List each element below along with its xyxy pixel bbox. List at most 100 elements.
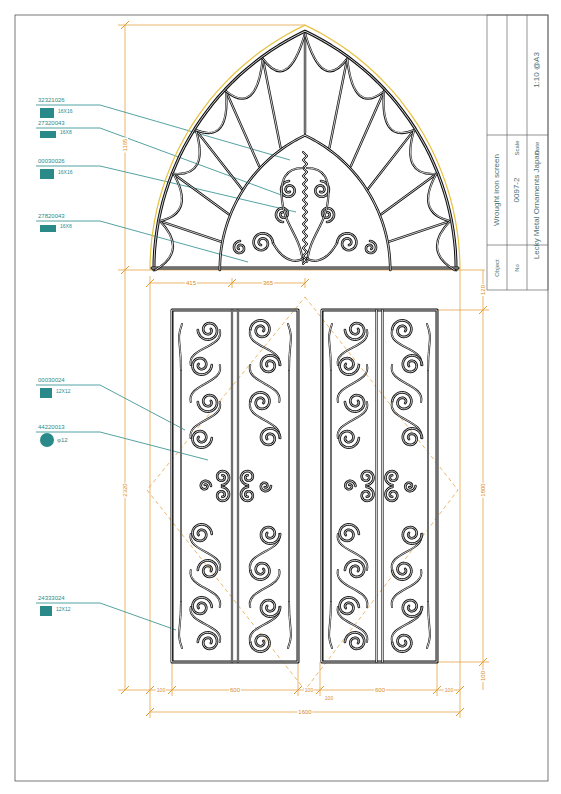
iron-bar: [250, 320, 269, 337]
iron-bar: [428, 174, 450, 221]
iron-bar: [250, 563, 269, 580]
callout-number: 32321026: [38, 97, 65, 103]
iron-bar: [179, 324, 182, 370]
iron-bar: [340, 597, 359, 614]
dimension-ticks: [121, 21, 487, 716]
iron-bar: [289, 370, 290, 602]
iron-bar: [288, 602, 291, 648]
iron-bar: [405, 483, 415, 491]
iron-bar: [198, 560, 217, 577]
iron-bar: [261, 428, 280, 445]
iron-bar: [193, 358, 212, 375]
dimension: 100: [444, 688, 454, 693]
callout-number: 27820043: [38, 213, 65, 219]
iron-bar: [154, 31, 456, 270]
iron-bar: [437, 221, 455, 270]
iron-bar: [198, 632, 217, 649]
iron-bar: [196, 91, 227, 133]
iron-bar: [322, 310, 437, 662]
iron-bar: [392, 392, 411, 409]
iron-bar: [329, 602, 332, 648]
iron-bar: [340, 431, 359, 448]
iron-bar: [217, 487, 229, 501]
iron-bar: [392, 330, 422, 365]
iron-bar: [250, 635, 269, 652]
iron-bar: [427, 324, 430, 370]
section-size: 12X12: [56, 389, 70, 394]
iron-bar: [261, 527, 280, 544]
iron-bar: [261, 600, 280, 617]
dimension: 1600: [297, 709, 312, 715]
dimension: 415: [185, 280, 197, 286]
dimension: 1165: [122, 138, 128, 153]
iron-bar: [337, 233, 356, 250]
iron-bar: [428, 370, 429, 602]
iron-bar: [237, 310, 239, 662]
dimension: 100: [304, 688, 314, 693]
iron-bar: [392, 330, 422, 365]
iron-bar: [241, 487, 253, 501]
iron-bar: [198, 632, 217, 649]
iron-bar: [250, 563, 269, 580]
iron-bar: [250, 330, 280, 365]
iron-bar: [250, 607, 280, 642]
iron-bar: [392, 607, 422, 642]
title-block-text: Wrought iron screen: [493, 154, 501, 226]
iron-bar: [307, 168, 328, 262]
iron-bar: [250, 402, 280, 438]
iron-bar: [250, 402, 280, 438]
iron-bar: [288, 602, 291, 648]
iron-bar: [382, 310, 383, 662]
iron-bar: [427, 602, 430, 648]
iron-bar: [381, 310, 383, 662]
iron-bar: [368, 130, 414, 189]
iron-bar: [362, 487, 374, 501]
iron-bar: [392, 392, 411, 409]
iron-bar: [273, 243, 337, 261]
iron-bar: [345, 395, 364, 412]
iron-bar: [179, 602, 182, 648]
iron-bar: [172, 310, 298, 662]
iron-bar: [403, 527, 422, 544]
iron-bar: [250, 534, 280, 570]
iron-bar: [179, 602, 182, 648]
ironwork: [150, 25, 460, 662]
iron-bar: [238, 310, 239, 662]
iron-bar: [288, 370, 290, 602]
dimension: 600: [374, 687, 386, 693]
title-block-text: No: [514, 264, 520, 272]
iron-bar: [347, 59, 384, 99]
iron-bar: [386, 487, 398, 501]
iron-bar: [220, 135, 390, 270]
iron-bar: [376, 310, 377, 662]
iron-bar: [392, 534, 422, 570]
iron-bar: [196, 130, 242, 189]
iron-bar: [340, 431, 359, 448]
iron-bar: [384, 91, 415, 133]
iron-bar: [160, 174, 182, 221]
iron-bar: [241, 471, 253, 485]
iron-bar: [307, 168, 328, 262]
iron-bar: [340, 358, 359, 375]
iron-bar: [392, 563, 411, 580]
iron-bar: [410, 130, 436, 174]
iron-bar: [392, 534, 422, 570]
iron-bar: [174, 130, 200, 174]
iron-bar: [198, 395, 217, 412]
iron-bar: [305, 34, 347, 72]
iron-bar: [250, 635, 269, 652]
section-size: 16X8: [60, 130, 72, 135]
iron-bar: [261, 355, 280, 372]
iron-bar: [392, 570, 422, 607]
iron-bar: [403, 600, 422, 617]
iron-bar: [345, 560, 364, 577]
iron-bar: [261, 355, 280, 372]
dimension: 1800: [480, 482, 486, 497]
title-block-text: Lecky Metal Ornaments Japan: [533, 151, 541, 260]
iron-bar: [340, 597, 359, 614]
iron-bar: [198, 323, 217, 340]
iron-bar: [250, 534, 280, 570]
iron-bar: [261, 428, 280, 445]
section-size: 12X12: [56, 607, 70, 612]
